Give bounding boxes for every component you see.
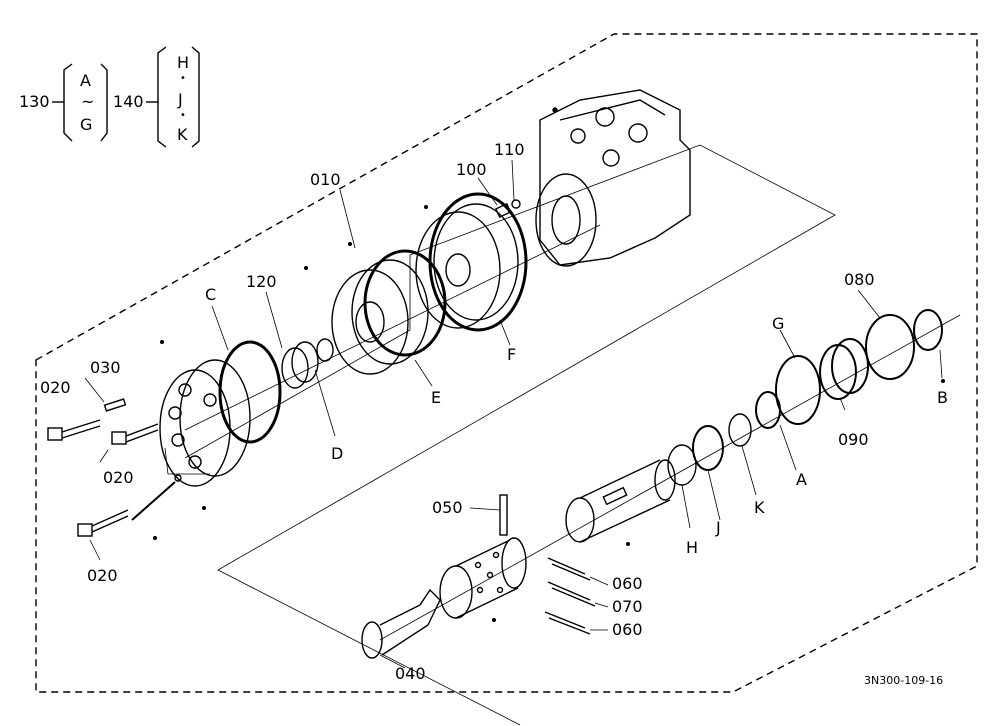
letter-label-g: G [772,314,785,333]
part-label-020-c: 020 [87,566,118,585]
spring-060-b [544,611,591,635]
part-label-090: 090 [838,430,869,449]
letter-label-j: J [716,518,721,537]
letter-label-c: C [205,285,217,304]
legend-bracket-130-right [100,63,108,142]
sleeve [565,459,676,543]
pin-050 [499,494,508,536]
part-label-080: 080 [844,270,875,289]
disc-e [331,259,429,375]
assembly-boundary [35,33,978,693]
letter-label-h: H [686,538,699,557]
letter-label-f: F [507,345,517,364]
part-label-070: 070 [612,597,643,616]
part-label-020-b: 020 [103,468,134,487]
legend-140-second: J [178,90,183,109]
legend-140-code: 140 [113,92,144,111]
bolt-020-c [77,509,129,537]
spool [439,537,527,619]
legend-140-first: H [177,53,190,72]
o-ring-e [363,249,447,357]
letter-label-b: B [937,388,948,407]
legend-bracket-140-left [157,46,167,148]
ring-080 [865,314,915,380]
pin-030 [103,398,127,412]
part-label-020-a: 020 [40,378,71,397]
seal-b [913,309,943,351]
washer-j [692,425,724,471]
rod [131,481,176,521]
valve-housing [535,89,691,267]
ball-110 [511,199,521,209]
washer-d [316,338,334,362]
part-label-120: 120 [246,272,277,291]
part-label-100: 100 [456,160,487,179]
legend-140-dot1: • [180,73,186,84]
part-label-110: 110 [494,140,525,159]
letter-label-d: D [331,444,344,463]
legend-bracket-140-right [191,46,200,148]
part-label-060-b: 060 [612,620,643,639]
part-label-040: 040 [395,664,426,683]
bushing-090 [819,338,869,400]
legend-140-third: K [177,125,188,144]
part-label-030: 030 [90,358,121,377]
upper-axis [184,224,601,431]
legend-bracket-130-left [63,63,73,142]
letter-label-k: K [754,498,765,517]
legend-140-dot2: • [180,110,186,121]
part-label-050: 050 [432,498,463,517]
part-label-060-a: 060 [612,574,643,593]
lower-axis [379,314,961,641]
legend-130-last: G [80,115,93,134]
part-label-010: 010 [310,170,341,189]
washer-k [728,413,752,447]
end-cap [159,359,251,487]
spring-070 [547,581,596,607]
legend-130-sep: ~ [81,92,95,111]
seal-a [755,391,781,429]
letter-label-e: E [431,388,442,407]
drive-shaft-040 [361,588,441,659]
letter-label-a: A [796,470,807,489]
drawing-id: 3N300-109-16 [864,674,944,687]
bolt-020-a [47,419,101,441]
spring-060-a [547,557,591,581]
bolt-020-b [111,423,159,445]
o-ring-g [775,355,821,425]
plate-f [415,203,519,329]
legend-130-first: A [80,71,91,90]
legend-130-code: 130 [19,92,50,111]
o-ring-c [218,340,282,444]
